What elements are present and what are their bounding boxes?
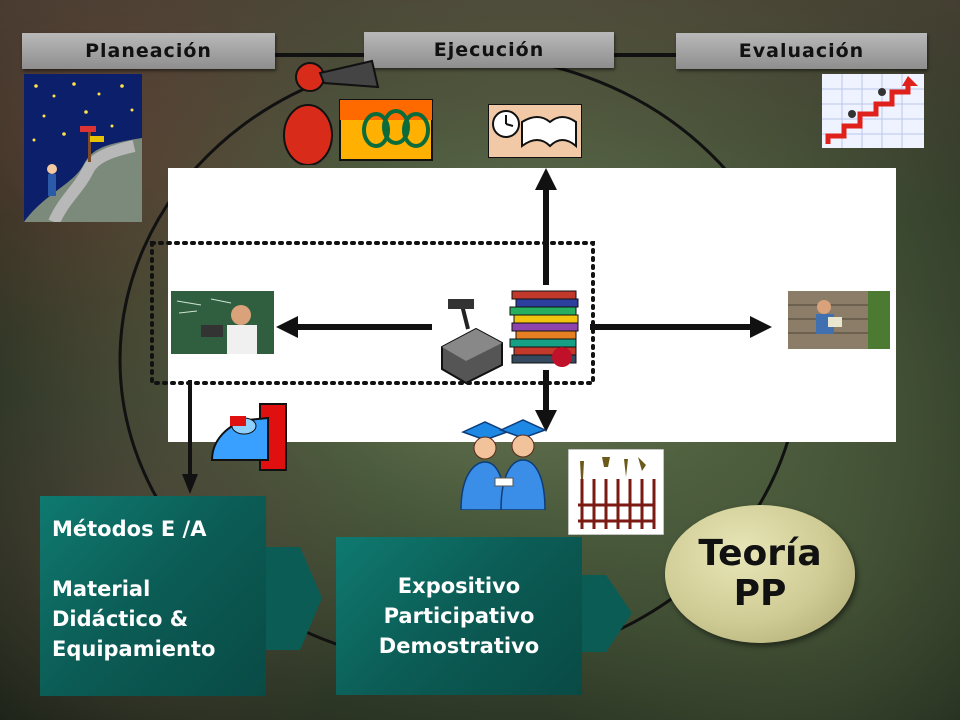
methods-box: Métodos E /A Material Didáctico & Equipa…: [40, 496, 266, 696]
phase-evaluation-label: Evaluación: [676, 33, 927, 69]
arrow-right-head: [750, 316, 772, 338]
methods-line-2: Material: [52, 577, 151, 601]
planning-road-clipart: [24, 74, 142, 225]
chevron-methods-to-strategies: [266, 547, 322, 650]
projector-books-clipart: [432, 285, 587, 385]
diploma-clipart: [208, 400, 288, 472]
phase-execution-label: Ejecución: [364, 32, 614, 68]
clock-book-clipart: [487, 103, 583, 159]
student-reading-photo: [788, 291, 890, 349]
chevron-strategies-to-theory: [582, 575, 632, 652]
arrow-up-head: [535, 168, 557, 190]
evaluation-stairs-clipart: [822, 74, 924, 148]
theory-oval: Teoría PP: [665, 505, 855, 643]
dotted-box: [150, 241, 595, 385]
arrow-left-head: [276, 316, 298, 338]
connector-execution-evaluation: [614, 53, 677, 57]
strategies-line-3: Demostrativo: [378, 634, 540, 658]
arrow-down-head: [535, 410, 557, 432]
strategies-line-2: Participativo: [383, 604, 535, 628]
connector-planning-execution: [275, 53, 365, 57]
arrow-to-methods-head: [182, 474, 198, 494]
phase-planning-label: Planeación: [22, 33, 275, 69]
methods-line-1: Métodos E /A: [52, 517, 207, 541]
execution-megaphone-clipart: [280, 55, 445, 166]
teacher-photo: [171, 291, 274, 354]
methods-line-3: Didáctico &: [52, 607, 189, 631]
methods-line-4: Equipamiento: [52, 637, 216, 661]
graduates-clipart: [455, 414, 551, 511]
strategies-box: Expositivo Participativo Demostrativo: [336, 537, 582, 695]
theory-line-2: PP: [733, 573, 787, 614]
tools-fence-clipart: [567, 448, 665, 536]
theory-line-1: Teoría: [698, 533, 822, 574]
strategies-line-1: Expositivo: [397, 574, 521, 598]
